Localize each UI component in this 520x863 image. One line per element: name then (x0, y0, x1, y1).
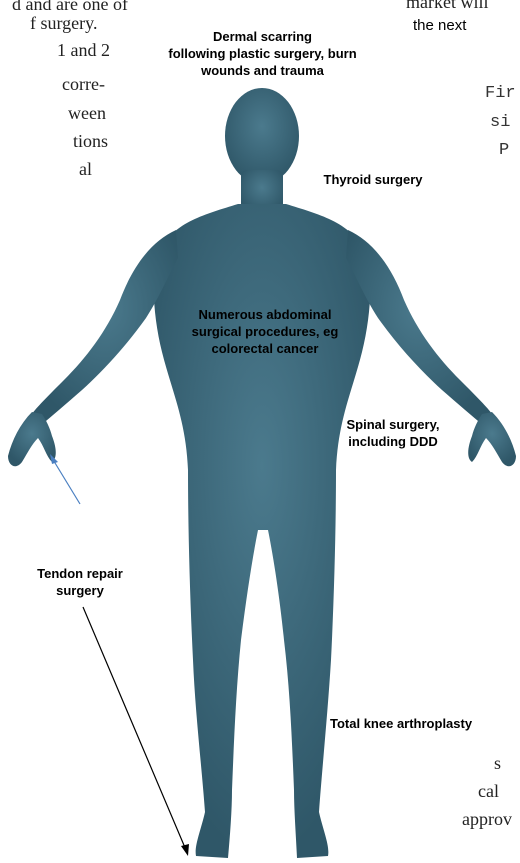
foot-arrow (83, 607, 189, 856)
callout-line: surgery (20, 582, 140, 599)
dermal-scarring-label: Dermal scarring following plastic surger… (135, 28, 390, 79)
callout-line: following plastic surgery, burn (135, 45, 390, 62)
spinal-surgery-label: Spinal surgery, including DDD (318, 416, 468, 450)
callout-line: Numerous abdominal (150, 306, 380, 323)
thyroid-surgery-label: Thyroid surgery (303, 171, 443, 188)
knee-arthroplasty-label: Total knee arthroplasty (330, 715, 520, 732)
callout-line: Dermal scarring (135, 28, 390, 45)
callout-line: including DDD (318, 433, 468, 450)
callout-line: colorectal cancer (150, 340, 380, 357)
callout-line: surgical procedures, eg (150, 323, 380, 340)
callout-line: Tendon repair (20, 565, 140, 582)
callout-line: Spinal surgery, (318, 416, 468, 433)
tendon-repair-label: Tendon repair surgery (20, 565, 140, 599)
callout-line: Thyroid surgery (303, 171, 443, 188)
tendon-arrow (50, 454, 80, 504)
callout-line: Total knee arthroplasty (330, 715, 520, 732)
callout-line: wounds and trauma (135, 62, 390, 79)
body-silhouette (8, 88, 516, 858)
abdominal-surgery-label: Numerous abdominal surgical procedures, … (150, 306, 380, 357)
